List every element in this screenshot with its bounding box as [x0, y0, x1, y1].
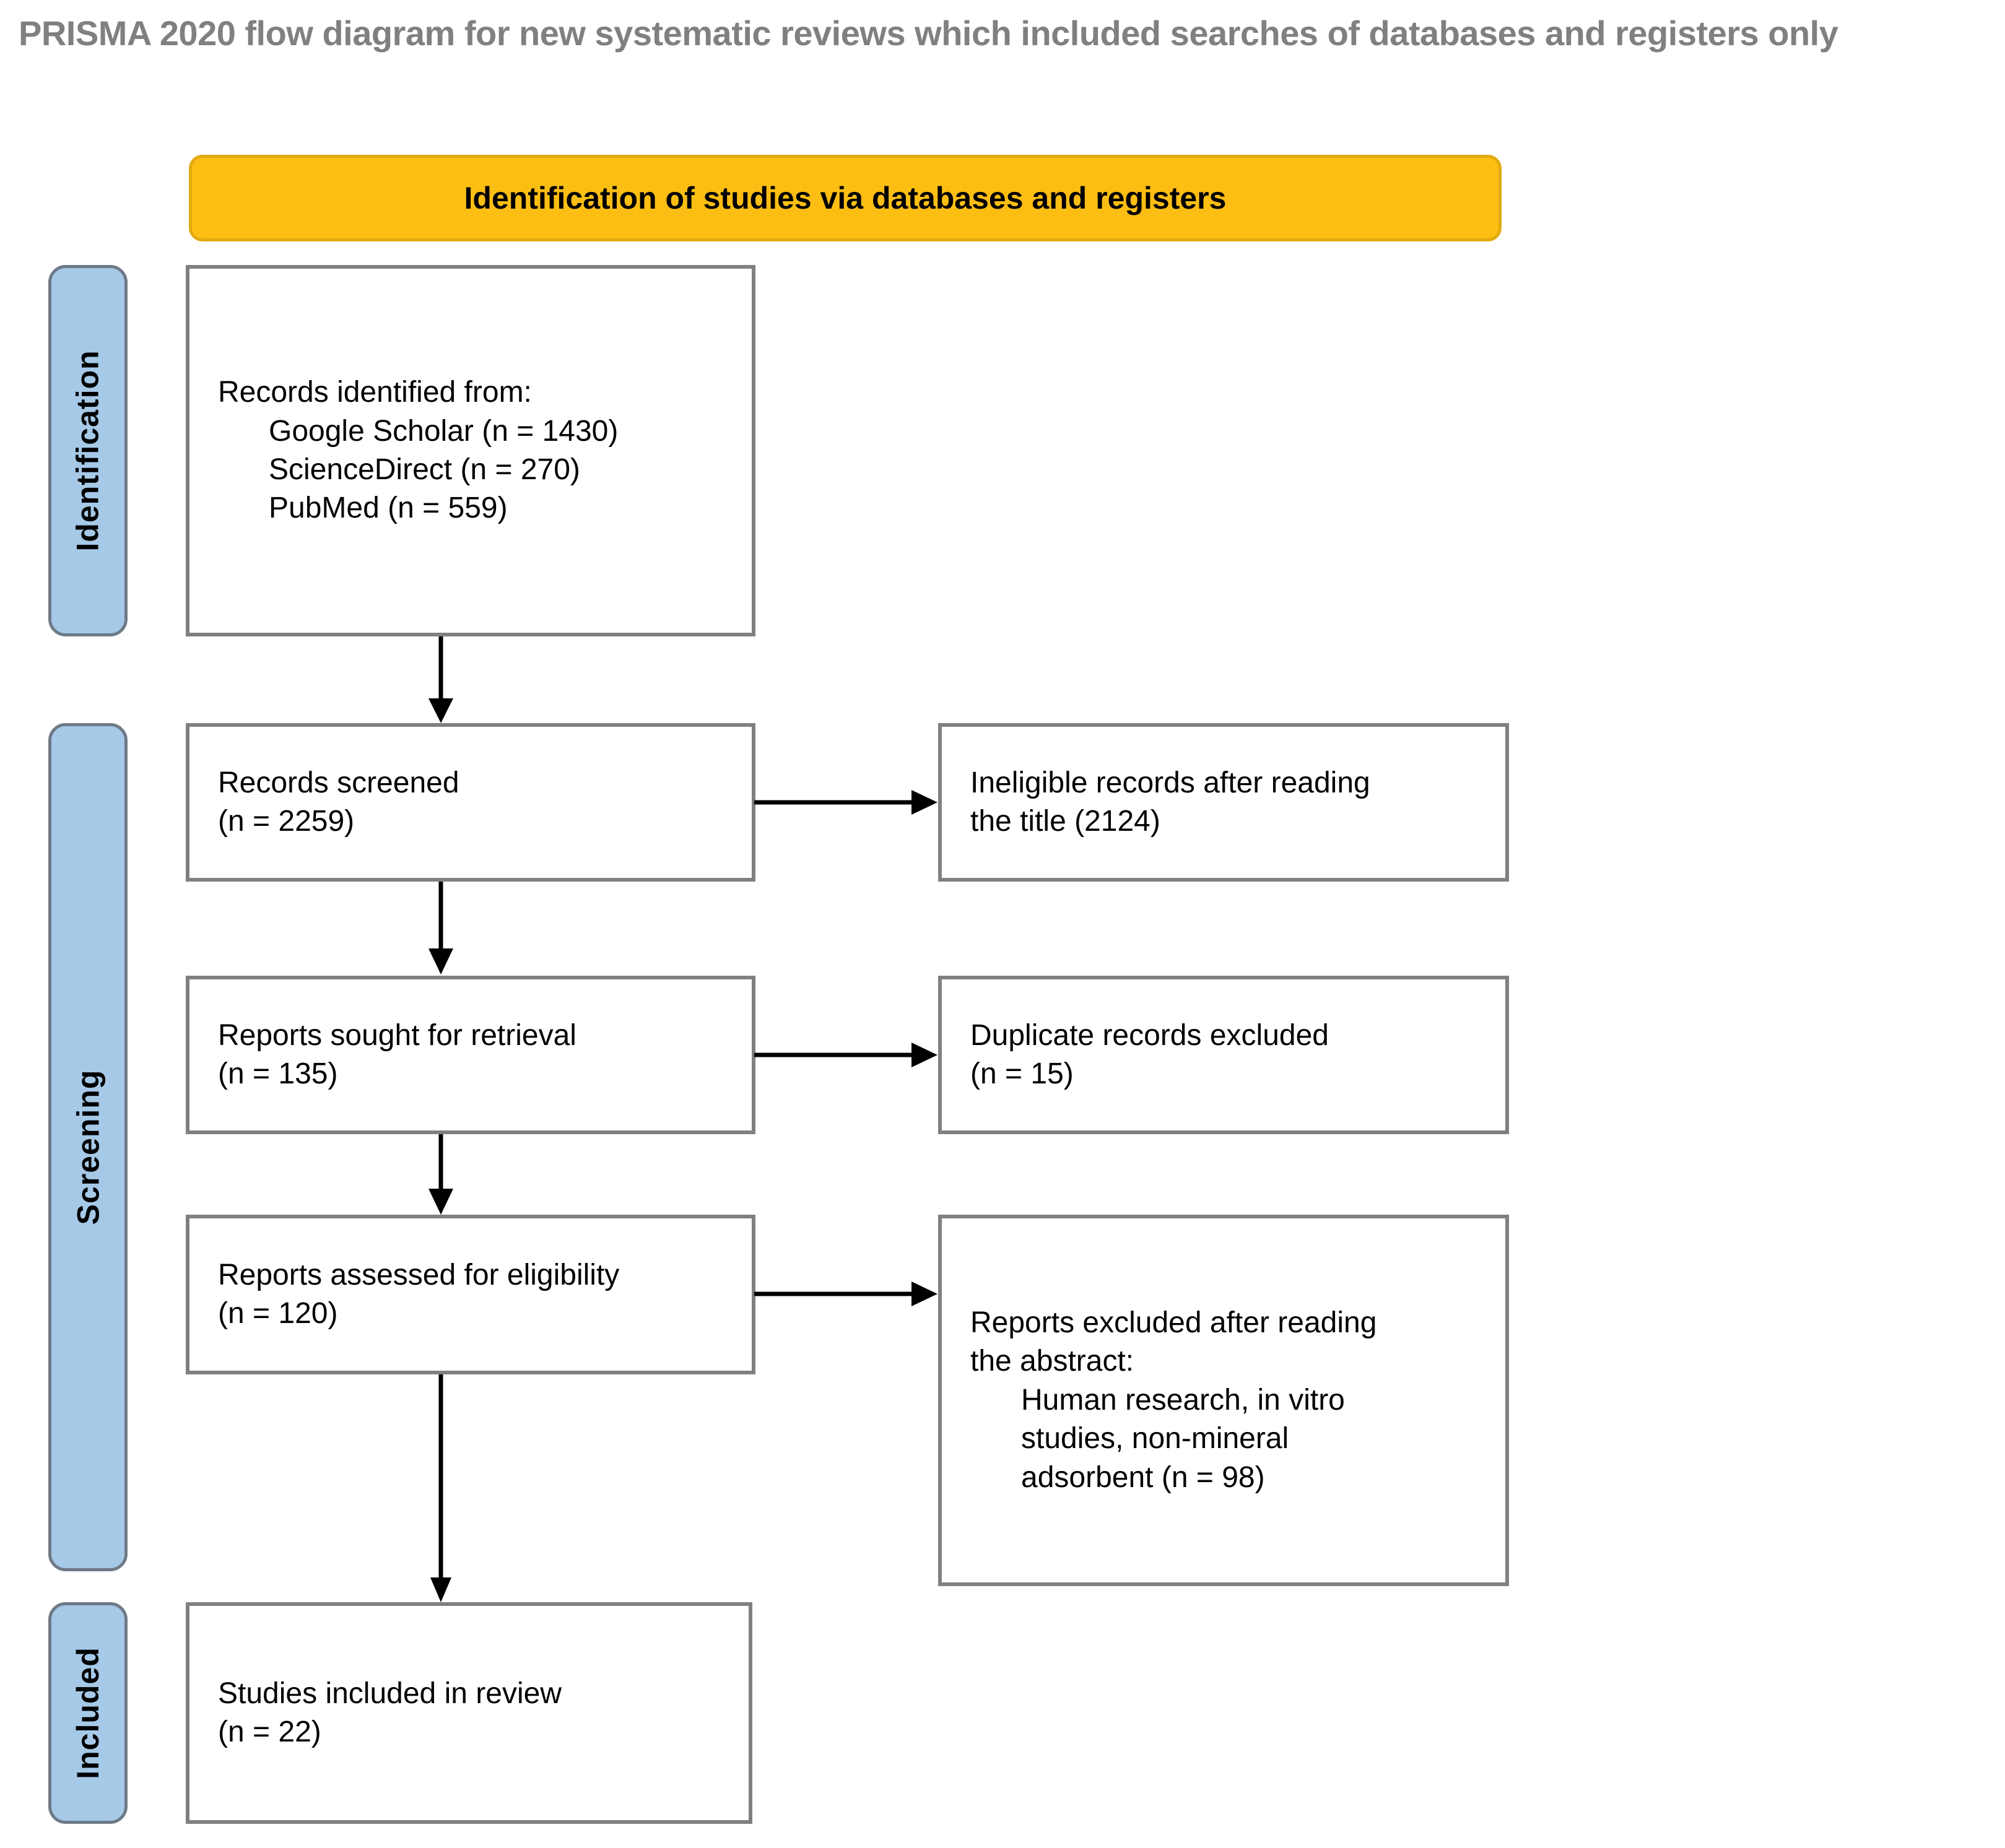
box-line: Google Scholar (n = 1430) — [269, 414, 619, 448]
box-line: Duplicate records excluded — [970, 1018, 1329, 1052]
box-line: (n = 135) — [218, 1057, 338, 1090]
box-line: (n = 2259) — [218, 805, 355, 838]
phase-tab-included: Included — [48, 1602, 128, 1824]
arrow-assessed-to-included — [422, 1374, 459, 1605]
box-reports-sought: Reports sought for retrieval (n = 135) — [186, 976, 755, 1134]
box-line: (n = 15) — [970, 1057, 1074, 1090]
stage-banner-label: Identification of studies via databases … — [464, 181, 1227, 215]
box-line: studies, non-mineral — [1021, 1422, 1289, 1455]
box-line: ScienceDirect (n = 270) — [269, 453, 580, 486]
box-duplicate-records-excluded: Duplicate records excluded (n = 15) — [938, 976, 1509, 1134]
page-title: PRISMA 2020 flow diagram for new systema… — [19, 14, 1838, 53]
box-line: Ineligible records after reading — [970, 766, 1370, 799]
box-line: Reports assessed for eligibility — [218, 1258, 620, 1291]
arrow-screened-to-sought — [422, 882, 459, 976]
arrow-assessed-to-excluded — [754, 1275, 940, 1312]
phase-tab-included-label: Included — [71, 1647, 106, 1779]
box-line: Records screened — [218, 766, 459, 799]
arrow-identified-to-screened — [422, 636, 459, 724]
box-line: PubMed (n = 559) — [269, 492, 508, 525]
phase-tab-identification-label: Identification — [71, 350, 106, 552]
box-line: the abstract: — [970, 1345, 1134, 1378]
phase-tab-identification: Identification — [48, 265, 128, 636]
box-line: Human research, in vitro — [1021, 1383, 1345, 1416]
stage-banner-identification: Identification of studies via databases … — [189, 155, 1502, 241]
box-line: Records identified from: — [218, 376, 532, 409]
phase-tab-screening-label: Screening — [71, 1069, 105, 1225]
box-line: Reports excluded after reading — [970, 1306, 1377, 1340]
box-line: the title (2124) — [970, 805, 1160, 838]
box-reports-assessed: Reports assessed for eligibility (n = 12… — [186, 1215, 755, 1374]
box-line: Studies included in review — [218, 1677, 562, 1710]
box-records-identified: Records identified from: Google Scholar … — [186, 265, 755, 636]
arrow-screened-to-ineligible — [754, 784, 940, 821]
phase-tab-screening: Screening — [48, 723, 128, 1571]
box-ineligible-records: Ineligible records after reading the tit… — [938, 723, 1509, 882]
box-reports-excluded: Reports excluded after reading the abstr… — [938, 1215, 1509, 1586]
box-line: (n = 120) — [218, 1297, 338, 1330]
box-line: (n = 22) — [218, 1716, 321, 1748]
box-records-screened: Records screened (n = 2259) — [186, 723, 755, 882]
arrow-sought-to-duplicates — [754, 1036, 940, 1074]
arrow-sought-to-assessed — [422, 1134, 459, 1216]
box-studies-included: Studies included in review (n = 22) — [186, 1602, 752, 1824]
box-line: Reports sought for retrieval — [218, 1018, 576, 1052]
box-line: adsorbent (n = 98) — [1021, 1460, 1265, 1494]
